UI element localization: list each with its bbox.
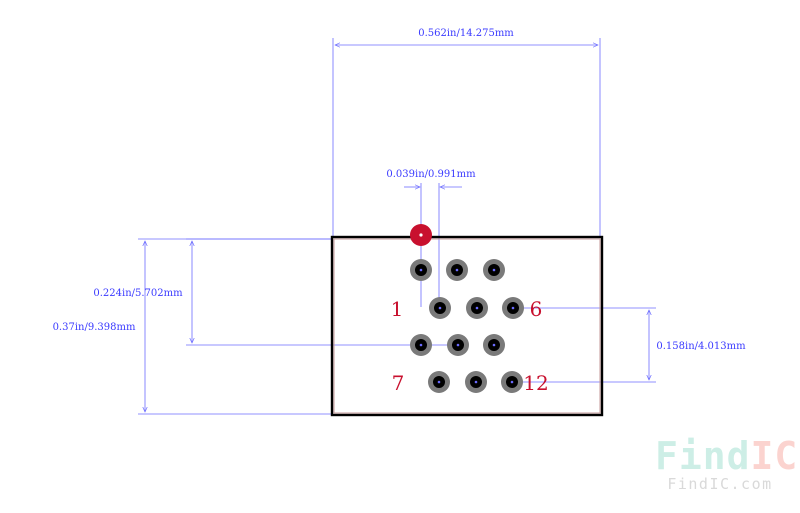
findic-url: FindIC.com	[667, 475, 773, 493]
row-pitch-dimension: 0.158in/4.013mm	[513, 307, 746, 383]
overall-height-dimension: 0.37in/9.398mm	[53, 238, 333, 415]
pad-center	[419, 343, 423, 347]
pad-center	[419, 268, 423, 272]
pin-label-7: 7	[392, 371, 405, 395]
pad	[483, 334, 505, 356]
pad	[483, 259, 505, 281]
pad	[410, 334, 432, 356]
pad	[410, 259, 432, 281]
pad-center	[456, 343, 460, 347]
findic-logo: FindIC	[655, 434, 797, 478]
overall-height-label: 0.37in/9.398mm	[53, 322, 136, 333]
pad	[465, 371, 487, 393]
pad	[429, 297, 451, 319]
pin-label-12: 12	[523, 371, 548, 395]
findic-watermark: FindIC FindIC.com	[655, 434, 797, 493]
pad-center	[455, 268, 459, 272]
body-outline	[330, 235, 604, 417]
pad	[501, 371, 523, 393]
pin1-marker	[410, 224, 432, 246]
pin-diameter-label: 0.039in/0.991mm	[386, 169, 476, 180]
pin-labels: 1 6 7 12	[391, 297, 549, 395]
logo-find-text: Find	[655, 434, 751, 478]
row-span-label: 0.224in/5.702mm	[93, 288, 183, 299]
pin-label-6: 6	[530, 297, 543, 321]
pad-center	[511, 306, 515, 310]
pad-center	[492, 343, 496, 347]
pad	[428, 371, 450, 393]
row-pitch-label: 0.158in/4.013mm	[656, 341, 746, 352]
pin1-dot-center	[419, 233, 423, 237]
pads	[410, 259, 524, 393]
pin-label-1: 1	[391, 297, 404, 321]
pad	[502, 297, 524, 319]
row-span-dimension: 0.224in/5.702mm	[93, 238, 458, 346]
pad-center	[475, 306, 479, 310]
pad-center	[492, 268, 496, 272]
pad	[466, 297, 488, 319]
pad-center	[474, 380, 478, 384]
pad-center	[437, 380, 441, 384]
courtyard-outline	[333, 238, 601, 414]
pad	[447, 334, 469, 356]
pad-center	[438, 306, 442, 310]
pad	[446, 259, 468, 281]
overall-width-dimension: 0.562in/14.275mm	[332, 28, 601, 238]
component-body	[330, 235, 604, 417]
logo-ic-text: IC	[750, 434, 799, 478]
pad-center	[510, 380, 514, 384]
overall-width-label: 0.562in/14.275mm	[418, 28, 514, 39]
